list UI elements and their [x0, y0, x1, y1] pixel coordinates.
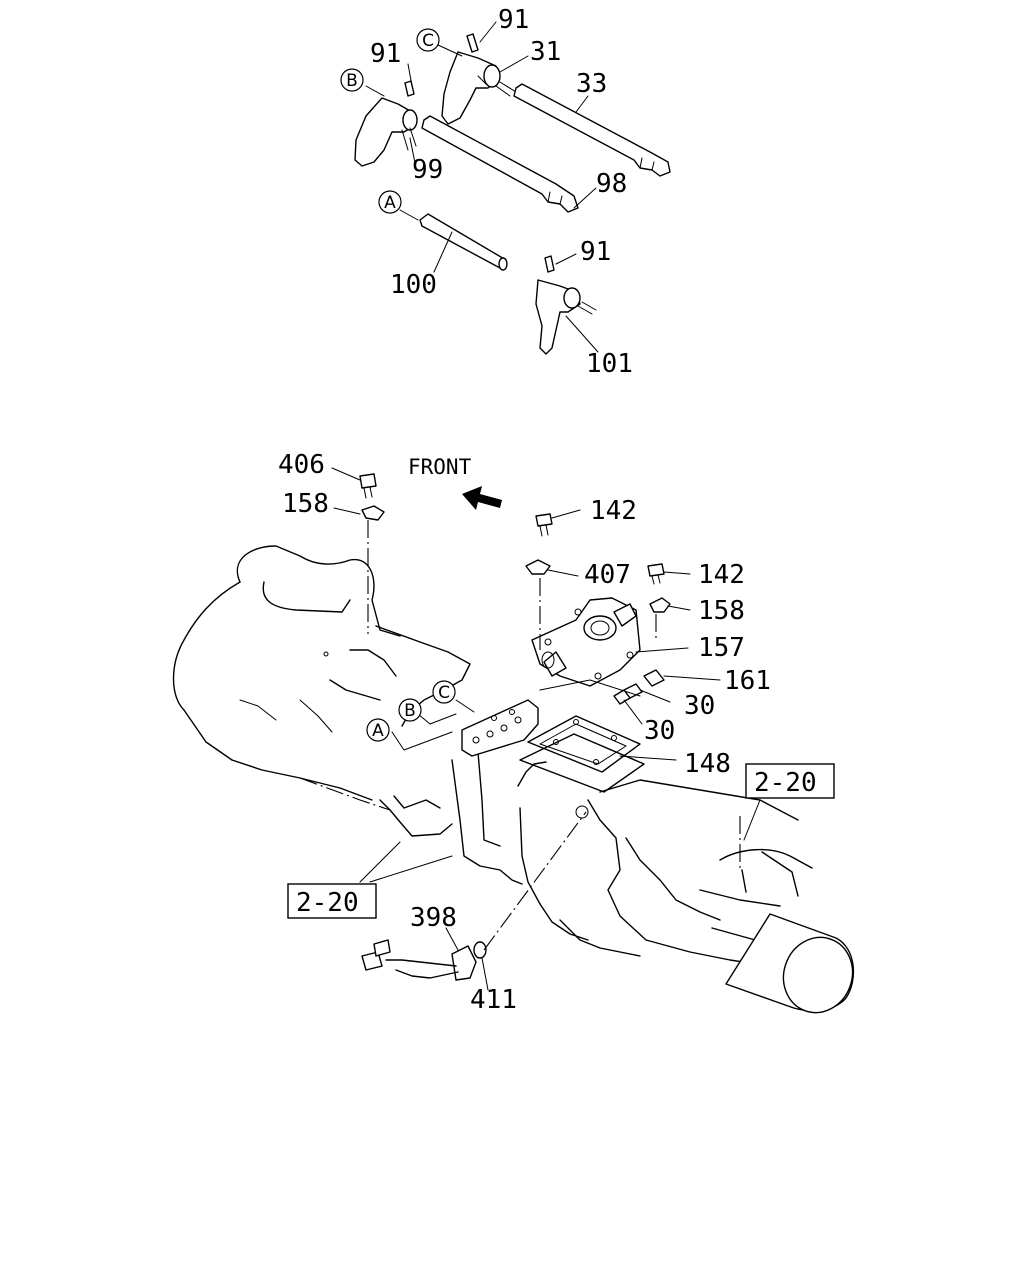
callout-98: 98 — [596, 169, 627, 199]
callout-30-a: 30 — [684, 691, 715, 721]
callout-31: 31 — [530, 37, 561, 67]
letter-marker-a-top: A — [378, 190, 402, 214]
svg-text:B: B — [404, 701, 416, 721]
shift-tower-157 — [531, 597, 641, 687]
callout-30-b: 30 — [644, 716, 675, 746]
shift-fork-31 — [441, 51, 517, 125]
ref-label-left: 2-20 — [296, 888, 359, 918]
shift-rod-33 — [513, 83, 671, 177]
ref-box-right — [745, 763, 835, 799]
svg-text:A: A — [384, 193, 396, 213]
svg-text:C: C — [438, 683, 450, 703]
front-label: FRONT — [408, 455, 472, 479]
shift-fork-101 — [535, 279, 597, 355]
callout-99: 99 — [412, 155, 443, 185]
callout-91-b: 91 — [370, 39, 401, 69]
shift-rod-98 — [421, 115, 579, 213]
roll-pin-91-101 — [544, 255, 555, 273]
callout-161: 161 — [724, 666, 771, 696]
letter-marker-a-bottom: A — [366, 718, 390, 742]
callout-158-a: 158 — [282, 489, 329, 519]
letter-marker-c-top: C — [416, 28, 440, 52]
svg-text:A: A — [372, 721, 384, 741]
bolt-406 — [359, 473, 377, 499]
callout-158-b: 158 — [698, 596, 745, 626]
plug-161 — [643, 669, 665, 687]
bolt-142-a — [535, 513, 553, 537]
callout-406: 406 — [278, 450, 325, 480]
letter-marker-c-bottom: C — [432, 680, 456, 704]
callout-411: 411 — [470, 985, 517, 1015]
callout-142-b: 142 — [698, 560, 745, 590]
callout-91-c: 91 — [498, 5, 529, 35]
callout-33: 33 — [576, 69, 607, 99]
letter-marker-b-top: B — [340, 68, 364, 92]
callout-100: 100 — [390, 270, 437, 300]
callout-407: 407 — [584, 560, 631, 590]
shift-plate — [461, 699, 539, 757]
callout-398: 398 — [410, 903, 457, 933]
callout-142-a: 142 — [590, 496, 637, 526]
callout-91-101: 91 — [580, 237, 611, 267]
front-arrow-icon — [462, 486, 502, 510]
callout-157: 157 — [698, 633, 745, 663]
transmission-case — [172, 545, 855, 1014]
roll-pin-91-b — [404, 80, 415, 97]
callout-148: 148 — [684, 749, 731, 779]
switch-398 — [361, 939, 477, 981]
clip-158-b — [649, 597, 671, 613]
ref-box-left — [287, 883, 377, 919]
svg-text:B: B — [346, 71, 358, 91]
plunger-30-b — [613, 689, 631, 705]
washer-411 — [473, 941, 487, 959]
clip-158-a — [361, 505, 385, 521]
clip-407 — [525, 559, 551, 575]
shift-fork-99 — [354, 97, 418, 167]
roll-pin-91-c — [466, 33, 479, 53]
shift-rod-100 — [419, 213, 508, 271]
bolt-142-b — [647, 563, 665, 585]
ref-label-right: 2-20 — [754, 768, 817, 798]
svg-text:C: C — [422, 31, 434, 51]
callout-101: 101 — [586, 349, 633, 379]
letter-marker-b-bottom: B — [398, 698, 422, 722]
